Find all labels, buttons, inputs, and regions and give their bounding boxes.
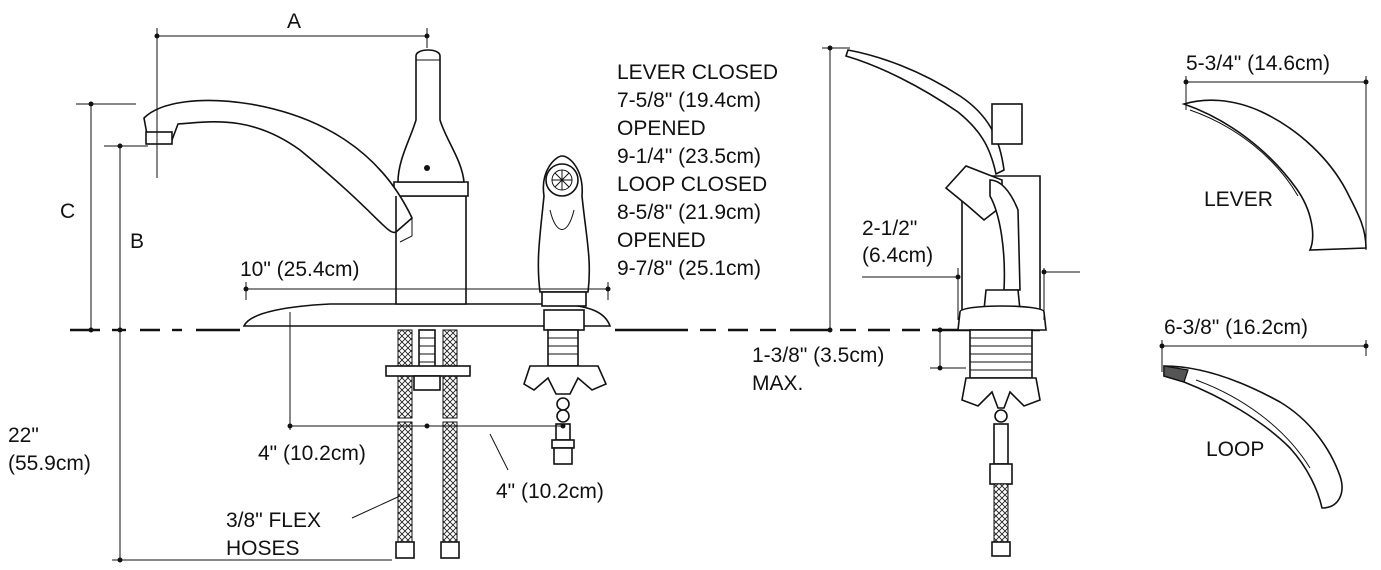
handle-lever [397,49,465,183]
lever-opened-dim: 9-1/4" (23.5cm) [617,145,761,168]
spout [143,99,413,234]
dim-hole-right-label: 4" (10.2cm) [496,480,604,503]
side-spray [523,155,608,465]
lever-handle-detail: 5-3/4" (14.6cm) LEVER [1181,52,1369,251]
escutcheon-plate [242,303,612,327]
dim-c-label: C [60,200,75,223]
loop-closed-label: LOOP CLOSED [617,173,767,196]
dim-height-line1: 22" [8,424,39,447]
dim-a-label: A [287,10,301,33]
loop-opened-label: OPENED [617,229,706,252]
dim-b-label: B [130,230,144,253]
loop-name-label: LOOP [1206,438,1264,461]
supply-hose-left-lower [397,421,413,543]
side-dim-label: 2-1/2" [862,217,917,240]
lever-closed-dim: 7-5/8" (19.4cm) [617,89,761,112]
flex-hoses-line2: HOSES [226,537,300,560]
side-lever-handle [844,49,1005,176]
dim-hole-left-label: 4" (10.2cm) [258,442,366,465]
loop-handle-drawing [1163,365,1343,509]
lever-handle-drawing [1181,99,1367,251]
dim-spread-label: 10" (25.4cm) [240,258,360,281]
loop-opened-dim: 9-7/8" (25.1cm) [617,257,761,280]
lever-opened-label: OPENED [617,117,706,140]
side-view-faucet: 2-1/2" (6.4cm) 1-3/8" (3.5cm) MAX. [752,45,1080,557]
loop-closed-dim: 8-5/8" (21.9cm) [617,201,761,224]
lever-width-label: 5-3/4" (14.6cm) [1186,52,1330,75]
deck-thickness-max: MAX. [752,372,803,395]
loop-handle-detail: 6-3/8" (16.2cm) LOOP [1159,316,1369,509]
front-view-faucet [143,49,612,559]
deck-thickness-label: 1-3/8" (3.5cm) [752,344,884,367]
mounting-bracket [385,365,471,377]
lever-name-label: LEVER [1204,188,1273,211]
side-dim-cm-label: (6.4cm) [862,244,933,267]
dim-height-line2: (55.9cm) [8,452,91,475]
front-dimensions: A C B 22" (55.9cm) 10" (25.4cm) 4" ( [8,10,611,563]
flex-hoses-line1: 3/8" FLEX [226,509,321,532]
loop-width-label: 6-3/8" (16.2cm) [1164,316,1308,339]
handle-clearance-text: LEVER CLOSED 7-5/8" (19.4cm) OPENED 9-1/… [617,61,778,280]
lever-closed-label: LEVER CLOSED [617,61,778,84]
